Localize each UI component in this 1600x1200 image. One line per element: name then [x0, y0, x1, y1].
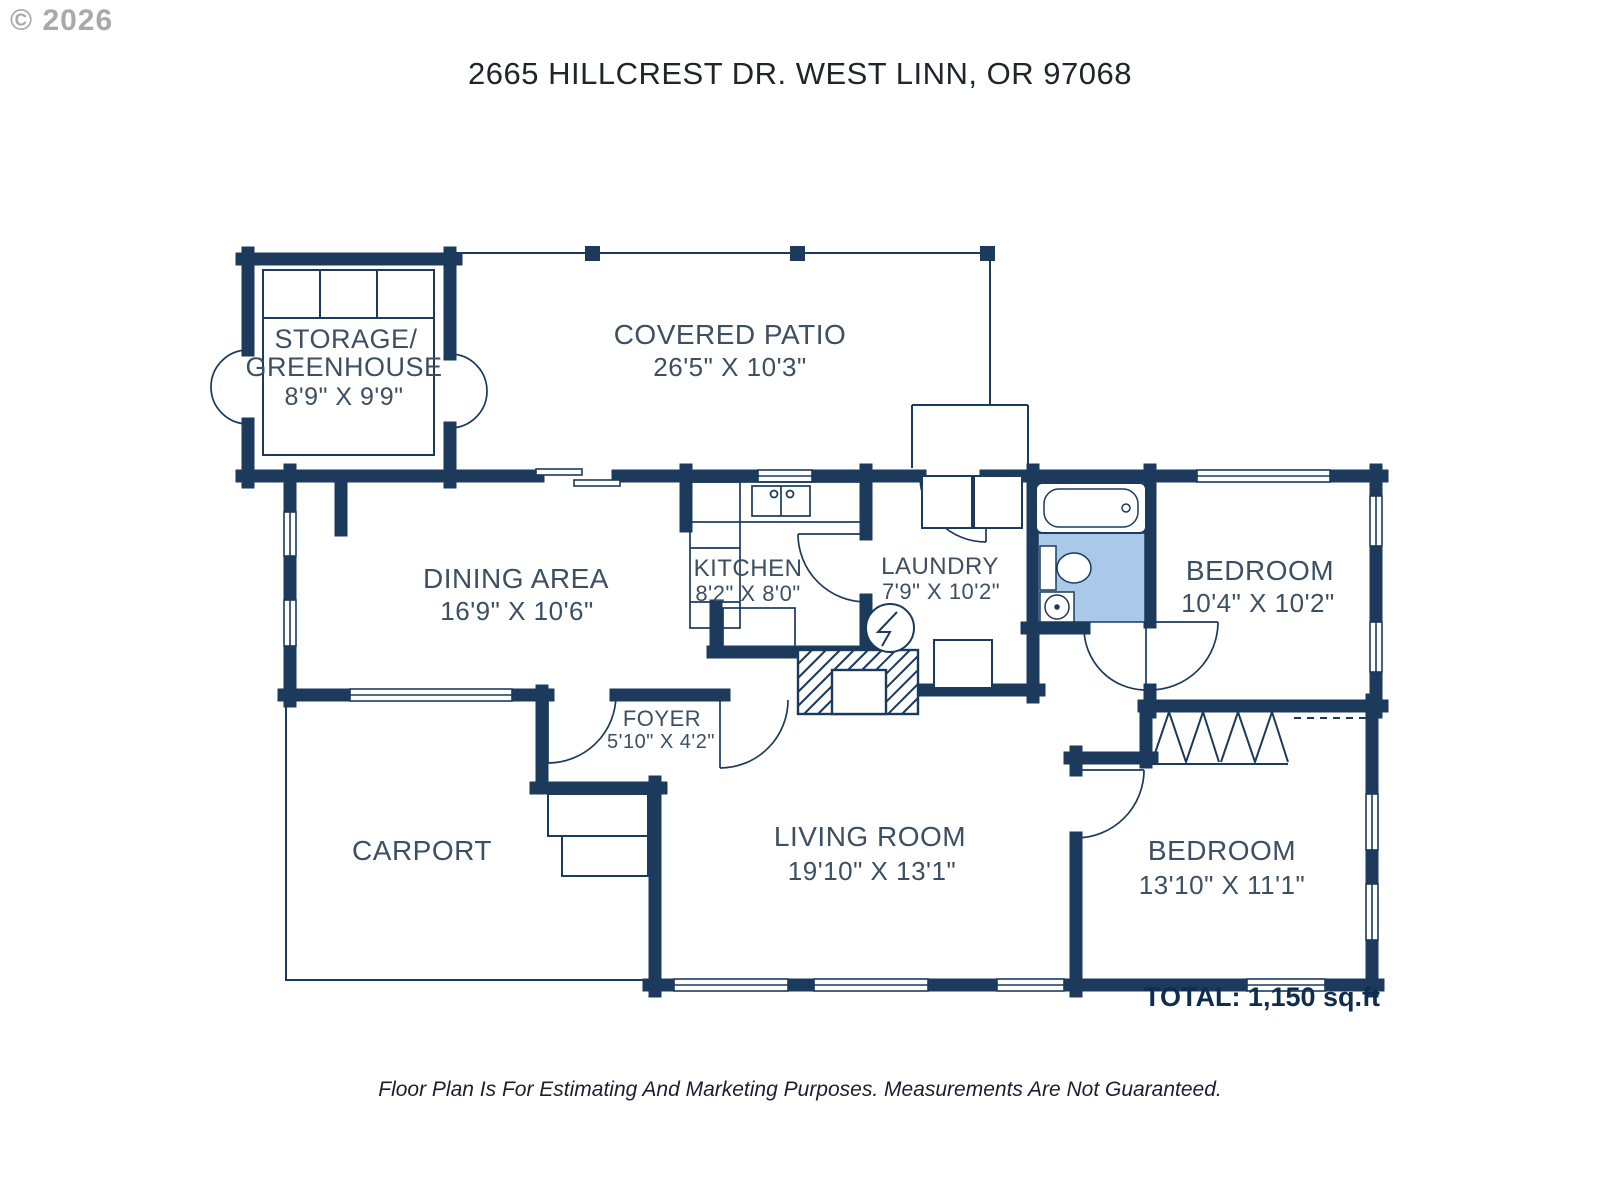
room-dims-bedroom1: 10'4" X 10'2" [1181, 588, 1334, 618]
window [283, 511, 297, 557]
room-dims-bedroom2: 13'10" X 11'1" [1139, 870, 1305, 900]
room-label-laundry: LAUNDRY [881, 553, 999, 580]
room-label-storage-line1: STORAGE/ [274, 324, 417, 354]
entry-steps [547, 793, 649, 837]
storage-left-door [210, 349, 249, 425]
bathroom [1035, 482, 1147, 623]
front-door [547, 694, 617, 764]
window [1369, 495, 1383, 547]
room-label-patio: COVERED PATIO [614, 319, 847, 350]
window [1365, 883, 1379, 941]
greenhouse-shelving [262, 269, 435, 456]
kitchen-fixtures [689, 481, 865, 651]
window [1365, 793, 1379, 851]
kitchen-peninsula [722, 607, 796, 651]
window [1196, 469, 1331, 483]
window [349, 688, 513, 702]
window [813, 978, 929, 992]
foyer-living-door [719, 699, 789, 769]
room-label-kitchen: KITCHEN [694, 555, 803, 582]
washer-icon [921, 475, 973, 529]
bedroom1-door [1149, 621, 1219, 691]
thin-structure [262, 252, 1368, 981]
carport-edge [285, 701, 655, 981]
room-dims-foyer: 5'10" X 4'2" [607, 731, 715, 753]
window [673, 978, 789, 992]
window [996, 978, 1065, 992]
kitchen-sink-icon [751, 485, 811, 517]
room-labels: STORAGE/ GREENHOUSE 8'9" X 9'9" COVERED … [245, 319, 1334, 900]
walls [235, 246, 1389, 998]
room-dims-living: 19'10" X 13'1" [788, 856, 956, 886]
room-dims-patio: 26'5" X 10'3" [653, 352, 806, 382]
room-label-living: LIVING ROOM [774, 821, 966, 852]
bathroom-door [1083, 627, 1147, 691]
room-label-bedroom2: BEDROOM [1148, 835, 1296, 866]
room-label-dining: DINING AREA [423, 563, 609, 594]
page-title: 2665 HILLCREST DR. WEST LINN, OR 97068 [468, 56, 1132, 91]
window [1246, 978, 1326, 992]
doors [210, 349, 1219, 839]
storage-right-door [449, 353, 488, 429]
window [283, 599, 297, 647]
bifold-door-icon [1220, 708, 1289, 766]
disclaimer-text: Floor Plan Is For Estimating And Marketi… [378, 1078, 1222, 1101]
dryer-icon [973, 475, 1023, 529]
room-dims-kitchen: 8'2" X 8'0" [695, 581, 800, 606]
fireplace-icon [796, 648, 920, 716]
windows [283, 468, 1383, 992]
laundry-fixtures [865, 475, 1023, 689]
total-square-footage: TOTAL: 1,150 sq.ft [1143, 982, 1380, 1012]
room-dims-storage: 8'9" X 9'9" [285, 383, 404, 411]
bifold-door-icon [1151, 708, 1220, 766]
room-label-bedroom1: BEDROOM [1186, 555, 1334, 586]
bathtub-icon [1035, 482, 1147, 534]
patio-posts [585, 246, 995, 261]
sliding-door [535, 468, 621, 487]
toilet-icon [1039, 545, 1092, 591]
kitchen-laundry-door [797, 533, 867, 603]
room-label-storage-line2: GREENHOUSE [245, 352, 442, 382]
room-dims-dining: 16'9" X 10'6" [440, 596, 593, 626]
room-label-carport: CARPORT [352, 835, 492, 866]
freezer-icon [933, 639, 993, 689]
bedroom2-door [1075, 769, 1145, 839]
water-heater-icon [865, 603, 915, 653]
room-label-foyer: FOYER [623, 706, 701, 731]
bathroom-sink-icon [1039, 591, 1075, 623]
room-dims-laundry: 7'9" X 10'2" [882, 579, 1000, 604]
window [757, 469, 813, 483]
window [1369, 621, 1383, 673]
copyright-watermark: © 2026 [10, 4, 114, 37]
